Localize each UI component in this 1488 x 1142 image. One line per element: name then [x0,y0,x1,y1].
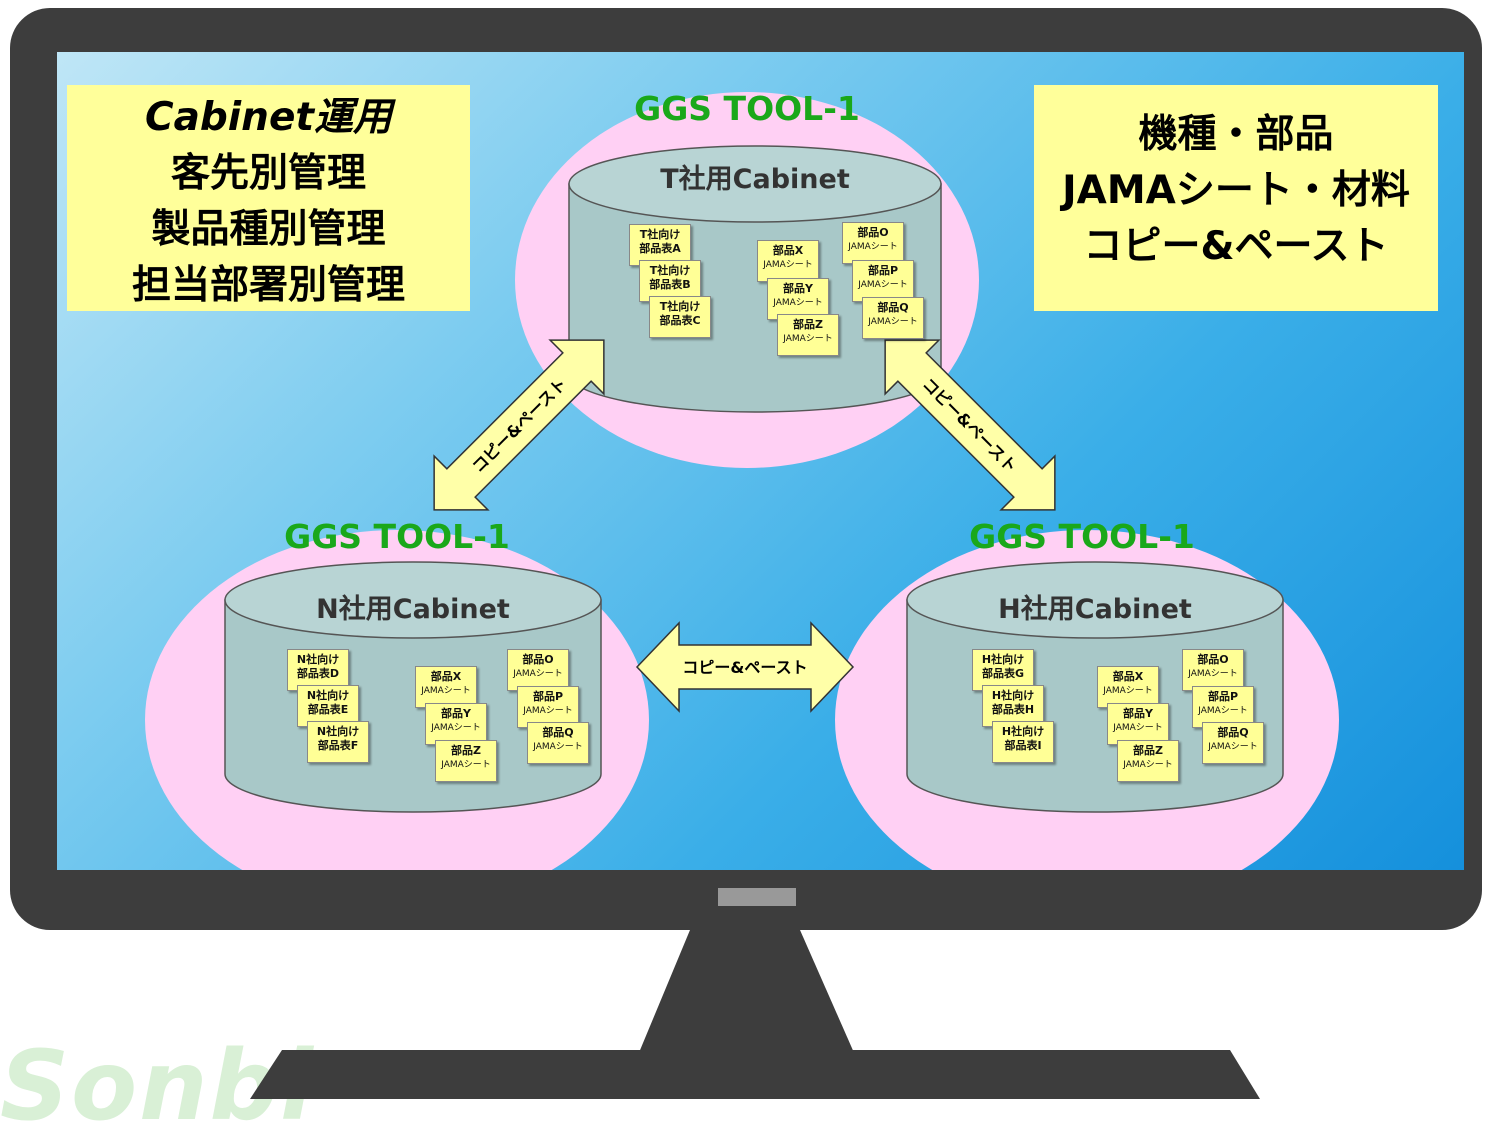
arrow-label-top-left: コピー&ペースト [468,374,570,476]
arrow-label-bottom: コピー&ペースト [682,658,807,677]
panel-line: JAMAシート・材料 [1062,168,1410,213]
arrow-label-top-right: コピー&ペースト [919,374,1021,476]
bom-note: H社向け部品表H [982,685,1044,727]
diagram-stage: Sonbi [0,8,1482,1142]
screen-graphics: コピー&ペースト コピー&ペースト コピー&ペースト [145,92,1339,870]
bom-note: H社向け部品表I [992,721,1054,763]
bom-note: T社向け部品表B [639,260,701,302]
panel-line: Cabinet運用 [144,95,393,140]
panel-line: 機種・部品 [1138,112,1334,157]
right-info-panel: 機種・部品 JAMAシート・材料 コピー&ペースト [1034,85,1438,311]
monitor-screen: コピー&ペースト コピー&ペースト コピー&ペースト Cabinet運用 客先別… [57,52,1464,870]
cabinet-title-top: T社用Cabinet [660,164,850,195]
cabinet-title-left: N社用Cabinet [316,594,510,625]
bom-note: N社向け部品表F [307,721,369,763]
arrow-top-left: コピー&ペースト [433,339,605,511]
arrow-bottom: コピー&ペースト [635,621,855,713]
cabinet-title-right: H社用Cabinet [998,594,1192,625]
monitor-neck [638,930,855,1055]
panel-line: 担当部署別管理 [131,263,405,308]
monitor-button [718,888,796,906]
panel-line: コピー&ペースト [1083,224,1389,269]
bom-note: T社向け部品表C [649,296,711,338]
tool-label-right: GGS TOOL-1 [969,517,1195,556]
tool-label-left: GGS TOOL-1 [284,517,510,556]
left-info-panel: Cabinet運用 客先別管理 製品種別管理 担当部署別管理 [67,85,470,311]
panel-line: 製品種別管理 [151,207,386,252]
bom-note: T社向け部品表A [629,224,691,266]
bom-note: H社向け部品表G [972,649,1034,691]
monitor-base [250,1050,1260,1099]
bom-note: N社向け部品表D [287,649,349,691]
tool-label-top: GGS TOOL-1 [634,89,860,128]
panel-line: 客先別管理 [170,151,366,196]
